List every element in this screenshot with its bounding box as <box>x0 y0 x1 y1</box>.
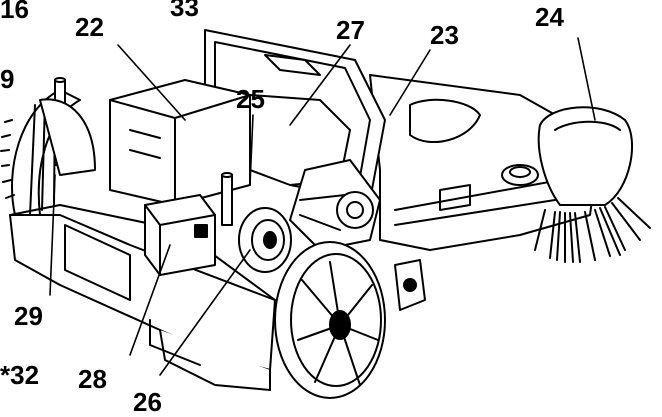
callout-23: 23 <box>430 20 459 50</box>
right-frame-body <box>369 74 601 251</box>
center-post <box>221 172 233 226</box>
belt-drive <box>289 159 381 251</box>
callout-9: 9 <box>0 64 15 94</box>
callout-27: 27 <box>336 15 365 45</box>
control-box <box>144 194 216 276</box>
callout-25: 25 <box>236 84 265 114</box>
leader-28 <box>129 244 171 356</box>
motor-housing-block <box>109 79 251 206</box>
callout-32: *32 <box>0 360 40 390</box>
callout-16: 16 <box>0 0 29 24</box>
leader-29 <box>49 174 56 296</box>
right-side-broom <box>534 106 651 263</box>
leader-25 <box>249 114 254 186</box>
leader-26 <box>159 249 251 376</box>
rear-wheel <box>274 241 386 399</box>
callout-26: 26 <box>133 387 162 417</box>
pulley-26 <box>238 207 292 273</box>
leader-27 <box>289 44 351 126</box>
callout-29: 29 <box>14 301 43 331</box>
leader-22 <box>117 44 186 121</box>
left-wheel <box>39 98 96 176</box>
callout-28: 28 <box>78 364 107 394</box>
callout-24: 24 <box>535 2 564 32</box>
callout-22: 22 <box>75 12 104 42</box>
lever-linkage <box>394 259 426 311</box>
chassis-base <box>9 204 276 391</box>
leader-23 <box>389 49 431 116</box>
leader-lines <box>49 37 596 376</box>
leader-24 <box>577 37 596 121</box>
callout-33: 33 <box>170 0 199 22</box>
